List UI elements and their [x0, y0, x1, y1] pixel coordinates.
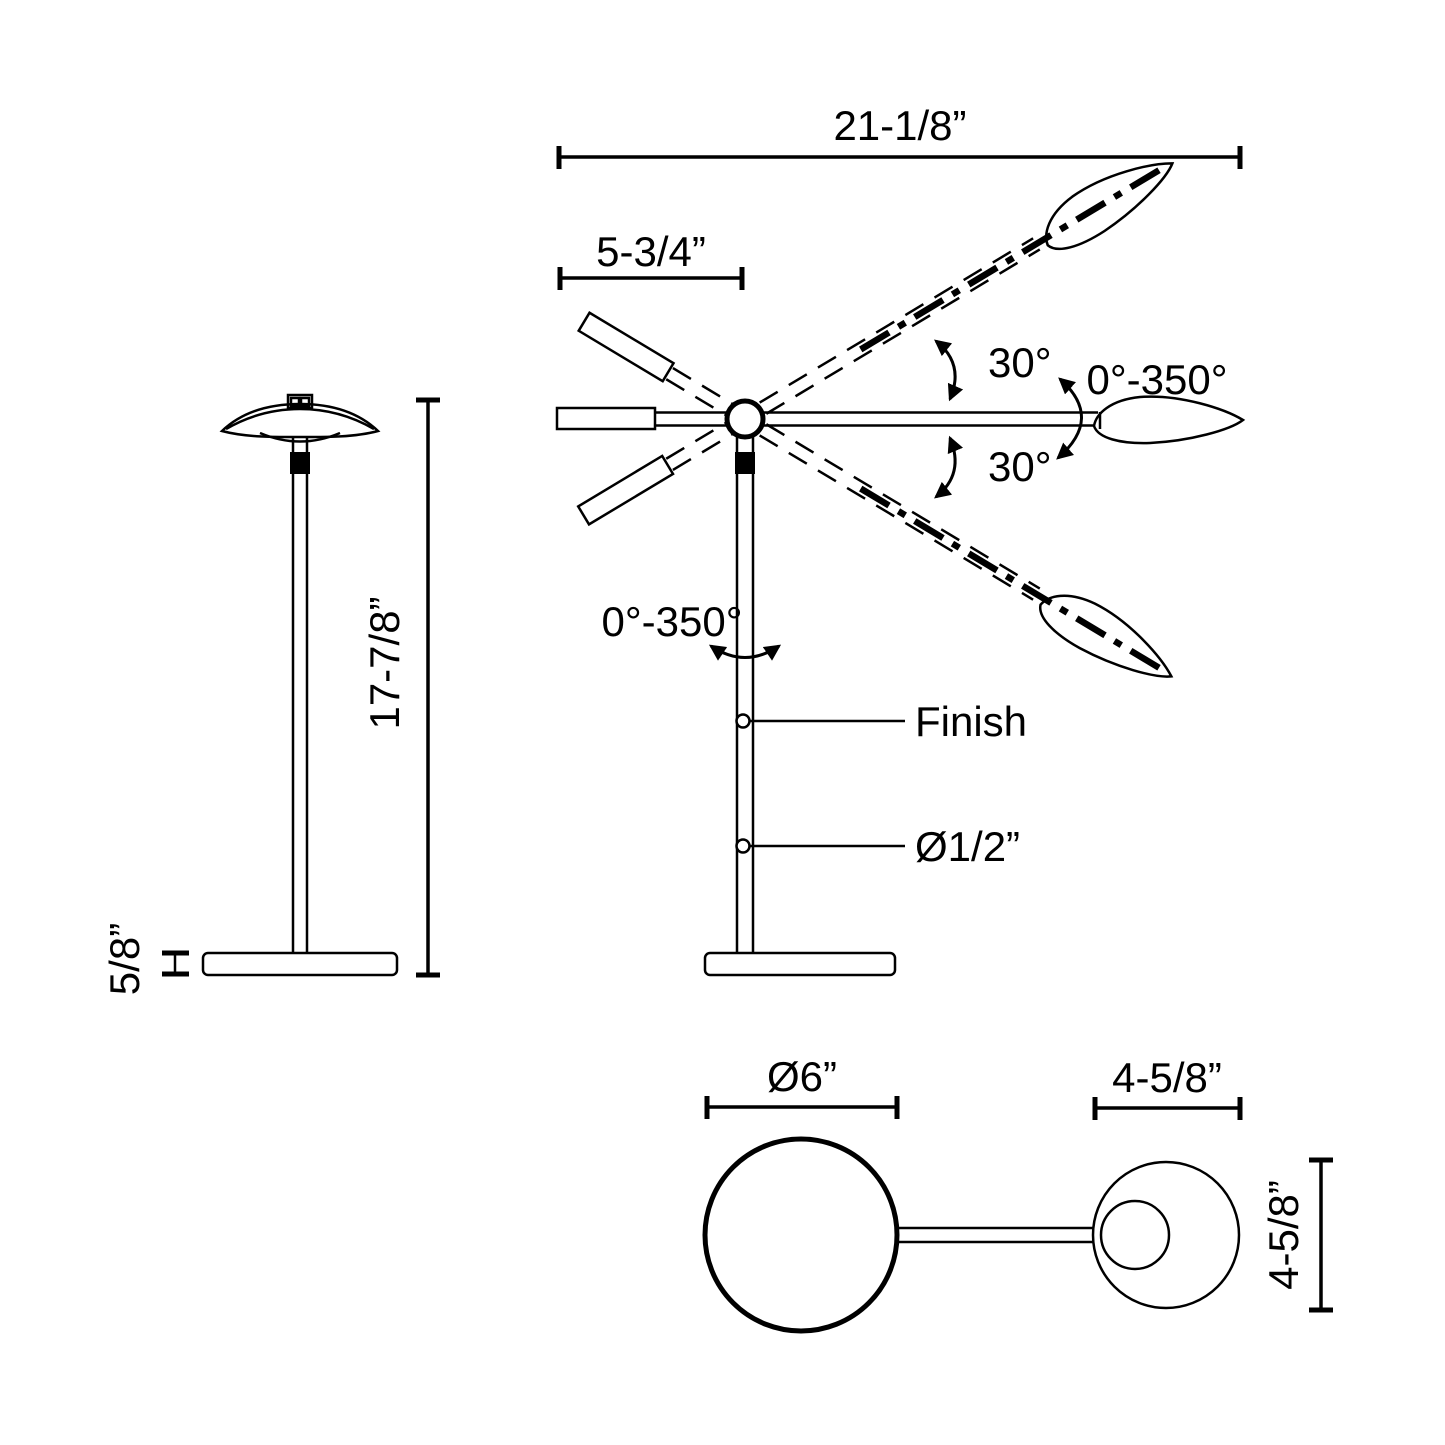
side-top-connector-cell-right [299, 396, 311, 408]
ghost-ll-handle [576, 454, 675, 527]
side-stem-black-band [290, 452, 310, 474]
ghost-lr-axis [859, 485, 1165, 673]
tilt-upper-arc-arrow [934, 339, 964, 402]
head-rotation-label: 0°-350° [1086, 356, 1227, 403]
arm-hub-joint [724, 398, 766, 440]
stem-diameter-label: Ø1/2” [915, 823, 1020, 870]
tilt-lower-label: 30° [988, 443, 1052, 490]
side-shade-rim-line [225, 407, 375, 431]
head-depth-label: 4-5/8” [1260, 1180, 1307, 1290]
ghost-ul-tube-top [672, 367, 733, 405]
ghost-ur-tube-top [759, 237, 1034, 404]
finish-leader-dot [735, 713, 751, 729]
arm-handle [555, 406, 657, 431]
top-view: Ø6” 4-5/8” 4-5/8” [702, 1053, 1333, 1334]
base-thickness-label: 5/8” [101, 923, 148, 995]
head-rotation-arc-arrow [1056, 377, 1083, 460]
arm-length-label: 5-3/4” [596, 228, 706, 275]
top-head-circle [1091, 1160, 1241, 1310]
stem-rotation-arc-arrow [708, 644, 782, 661]
side-top-connector-cell-left [289, 396, 301, 408]
ghost-ll-tube-bottom [672, 433, 733, 471]
ghost-arm-upper-left [576, 311, 733, 416]
overall-width-label: 21-1/8” [833, 102, 966, 149]
ghost-ul-handle [576, 311, 676, 383]
front-base [703, 951, 897, 977]
ghost-ll-tube-top [665, 422, 727, 460]
side-shade-lens-dome [259, 431, 341, 443]
stem-diameter-leader-dot [735, 838, 751, 854]
arm-head-shade [1092, 395, 1246, 445]
ghost-ul-tube-bottom [665, 378, 727, 416]
head-width-label: 4-5/8” [1112, 1054, 1222, 1101]
front-view: Finish Ø1/2” 21-1/8” 5-3/4” 30° 30° 0°-3… [555, 102, 1246, 977]
stem-rotation-label: 0°-350° [601, 598, 742, 645]
ghost-arm-upper-right [759, 162, 1175, 415]
tilt-upper-label: 30° [988, 339, 1052, 386]
ghost-ur-axis [859, 165, 1165, 353]
top-head-lens-circle [1099, 1199, 1171, 1271]
base-diameter-label: Ø6” [767, 1053, 837, 1100]
finish-label: Finish [915, 698, 1027, 745]
side-view: 17-7/8” 5/8” [101, 393, 440, 995]
ghost-arm-lower-left [576, 422, 733, 527]
ghost-ur-tube-bottom [765, 248, 1041, 415]
side-shade-outline [219, 402, 381, 439]
ghost-lr-tube-top [765, 423, 1041, 590]
side-base [201, 951, 399, 977]
ghost-ur-shade [1045, 162, 1175, 251]
ghost-arm-lower-right [759, 423, 1174, 678]
tilt-lower-arc-arrow [934, 435, 964, 499]
top-base-circle [702, 1136, 900, 1334]
front-stem-black-band [735, 452, 755, 474]
ghost-lr-shade [1039, 594, 1174, 678]
ghost-lr-tube-bottom [759, 434, 1034, 601]
height-dim-label: 17-7/8” [361, 596, 408, 729]
